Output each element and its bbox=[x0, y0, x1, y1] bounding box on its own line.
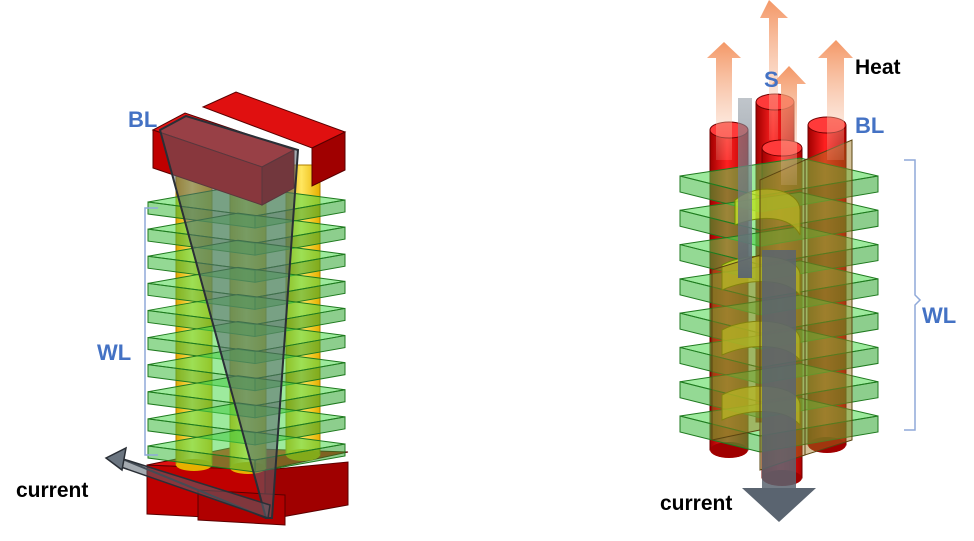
right-current-arrow bbox=[738, 98, 816, 522]
right-wl-bracket bbox=[904, 159, 922, 431]
right-sl-partial-label: S bbox=[764, 67, 779, 92]
heat-arrow-center bbox=[760, 0, 788, 140]
left-bl-label: BL bbox=[128, 107, 157, 132]
right-current-label: current bbox=[660, 492, 732, 515]
left-wl-label: WL bbox=[97, 340, 131, 365]
left-current-arrowhead bbox=[104, 446, 128, 472]
left-current-path bbox=[104, 114, 300, 520]
right-heat-label: Heat bbox=[855, 56, 901, 79]
heat-arrow-left bbox=[707, 42, 741, 160]
heat-arrow-front bbox=[772, 66, 806, 185]
right-3d-cell-structure bbox=[679, 0, 922, 522]
left-3d-cell-structure bbox=[104, 91, 349, 526]
right-bl-label: BL bbox=[855, 113, 884, 138]
right-current-arrowhead bbox=[742, 488, 816, 522]
right-wl-label: WL bbox=[922, 303, 956, 328]
heat-arrow-right bbox=[818, 40, 853, 160]
right-heat-arrows bbox=[707, 0, 853, 185]
left-wl-bracket bbox=[144, 207, 158, 456]
left-current-label: current bbox=[16, 479, 88, 502]
